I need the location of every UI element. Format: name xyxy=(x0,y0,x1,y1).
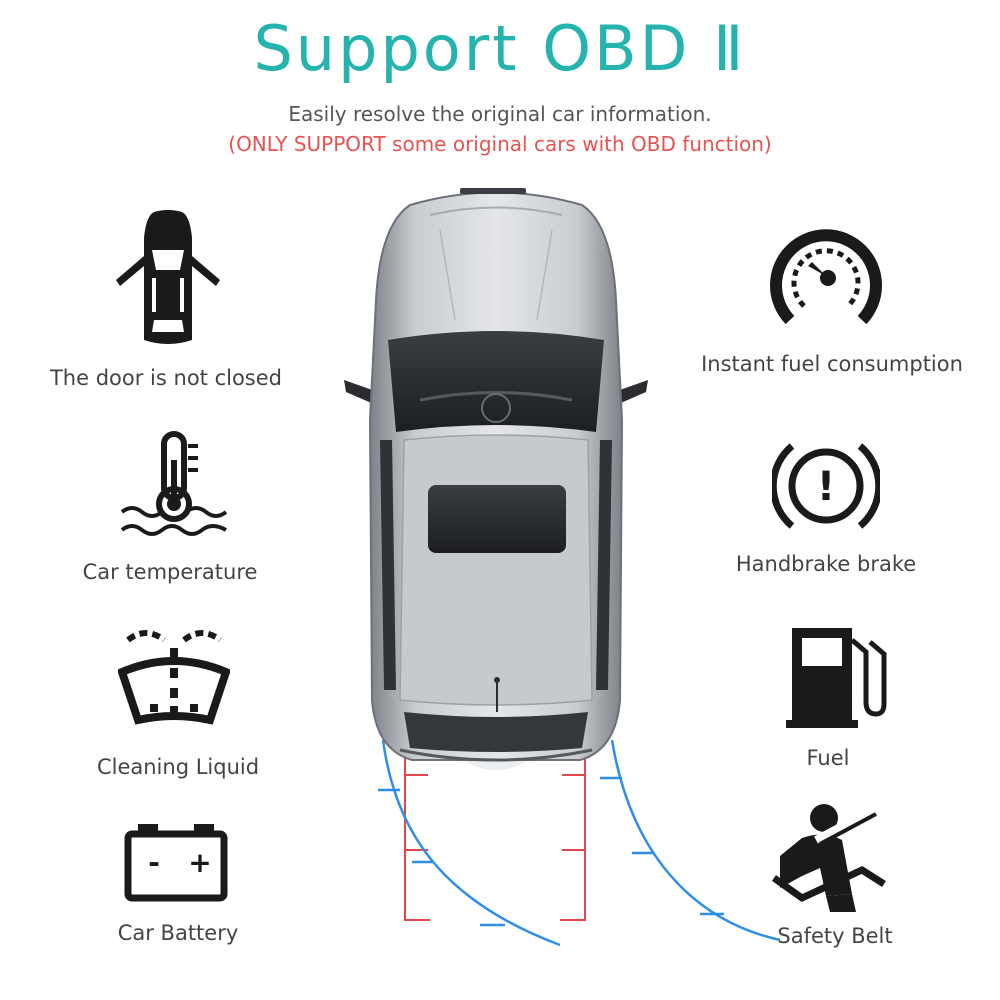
feature-label-battery: Car Battery xyxy=(117,921,239,945)
battery-icon: - + xyxy=(124,824,228,902)
seat-belt-icon xyxy=(772,804,886,912)
battery-minus-symbol: - xyxy=(148,846,160,879)
feature-label-cleaning: Cleaning Liquid xyxy=(96,755,260,779)
feature-label-fuel: Fuel xyxy=(806,746,850,770)
feature-label-temperature: Car temperature xyxy=(82,560,258,584)
subtitle: Easily resolve the original car informat… xyxy=(288,102,712,126)
parking-guide-red xyxy=(404,755,586,921)
support-note: (ONLY SUPPORT some original cars with OB… xyxy=(228,132,772,156)
thermometer-icon xyxy=(120,431,228,536)
fuel-pump-icon xyxy=(786,628,887,728)
feature-label-handbrake: Handbrake brake xyxy=(735,552,917,576)
car-door-open-icon xyxy=(116,210,220,344)
parking-guide-blue xyxy=(378,739,781,947)
battery-plus-symbol: + xyxy=(188,846,211,879)
speedometer-icon xyxy=(770,229,882,325)
feature-label-safety-belt: Safety Belt xyxy=(777,924,893,948)
feature-label-door: The door is not closed xyxy=(49,366,282,390)
handbrake-warning-icon: ! xyxy=(772,443,880,529)
feature-label-instant-fuel: Instant fuel consumption xyxy=(701,352,963,376)
windshield-washer-icon xyxy=(118,630,230,725)
page-title: Support OBD Ⅱ xyxy=(253,12,747,85)
handbrake-exclamation: ! xyxy=(817,464,835,510)
